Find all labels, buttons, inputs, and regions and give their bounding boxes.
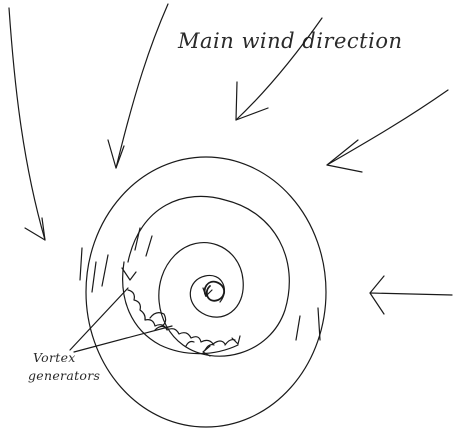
main-wind-direction-label: Main wind direction bbox=[177, 29, 402, 53]
wind-arrow-top-center bbox=[107, 3, 169, 169]
vortex-spiral bbox=[127, 195, 290, 357]
vortex-generators-label-line2: generators bbox=[28, 368, 100, 383]
wind-arrow-left-edge bbox=[8, 7, 46, 241]
vortex-generator-pointers bbox=[69, 287, 173, 353]
ring-deflector-marks bbox=[79, 227, 321, 341]
wind-arrow-top-right bbox=[235, 17, 323, 121]
outer-vortex-ring bbox=[85, 156, 327, 428]
vortex-core-arrowhead bbox=[202, 287, 213, 297]
vortex-core bbox=[203, 280, 226, 302]
wind-arrow-right-horizontal bbox=[369, 275, 453, 315]
vortex-generators-label-line1: Vortex bbox=[33, 350, 76, 365]
wind-arrow-right bbox=[326, 89, 449, 173]
